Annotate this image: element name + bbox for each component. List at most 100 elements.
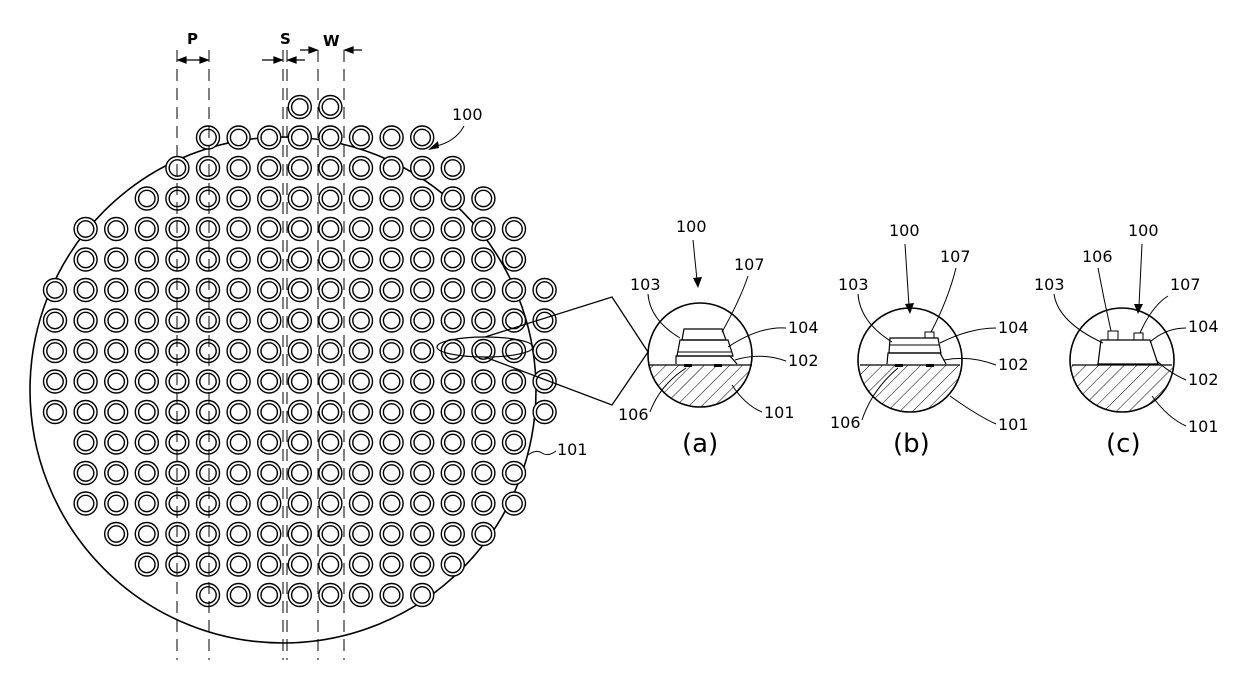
chip xyxy=(411,492,434,515)
chip xyxy=(411,553,434,576)
chip xyxy=(472,218,495,241)
chip xyxy=(74,462,97,485)
bump-right xyxy=(714,364,722,367)
chip xyxy=(288,553,311,576)
chip xyxy=(258,462,281,485)
chip xyxy=(135,309,158,332)
chip xyxy=(258,401,281,424)
chip xyxy=(105,248,128,271)
chip xyxy=(135,340,158,363)
chip xyxy=(288,157,311,180)
chip xyxy=(350,370,373,393)
label-102: 102 xyxy=(998,355,1029,374)
chip xyxy=(411,523,434,546)
chip xyxy=(380,248,403,271)
chip xyxy=(472,309,495,332)
chip xyxy=(503,340,526,363)
chip xyxy=(503,492,526,515)
label-106: 106 xyxy=(1082,247,1113,266)
chip xyxy=(227,126,250,149)
chip xyxy=(441,187,464,210)
chip xyxy=(380,279,403,302)
chip xyxy=(258,492,281,515)
wafer-substrate-leader xyxy=(528,451,556,455)
chip xyxy=(533,401,556,424)
chip xyxy=(74,279,97,302)
chip xyxy=(441,248,464,271)
chip xyxy=(258,187,281,210)
label-106: 106 xyxy=(618,405,649,424)
chip xyxy=(503,248,526,271)
substrate-hatch xyxy=(640,365,770,425)
chip xyxy=(197,340,220,363)
chip xyxy=(105,523,128,546)
chip xyxy=(441,523,464,546)
chip xyxy=(288,248,311,271)
chip xyxy=(227,309,250,332)
chip xyxy=(258,340,281,363)
detail-c: 100 106 103 107 104 102 101 (c) xyxy=(1034,221,1219,459)
chip xyxy=(350,157,373,180)
chip xyxy=(197,431,220,454)
chip xyxy=(319,462,342,485)
chip xyxy=(411,431,434,454)
chip xyxy=(288,187,311,210)
chip xyxy=(197,218,220,241)
chip xyxy=(441,279,464,302)
chip xyxy=(197,126,220,149)
chip xyxy=(135,248,158,271)
chip-layer-bottom xyxy=(887,353,946,364)
chip xyxy=(472,248,495,271)
chip xyxy=(380,553,403,576)
chip xyxy=(258,370,281,393)
chip xyxy=(319,309,342,332)
chip xyxy=(258,126,281,149)
chip xyxy=(411,248,434,271)
chip xyxy=(135,431,158,454)
chip xyxy=(472,523,495,546)
chip xyxy=(472,462,495,485)
chip xyxy=(227,523,250,546)
chip xyxy=(74,431,97,454)
pad-107 xyxy=(925,332,934,338)
chip xyxy=(258,431,281,454)
chip xyxy=(197,248,220,271)
label-104: 104 xyxy=(1188,317,1219,336)
bump-right xyxy=(926,364,934,367)
chip xyxy=(350,523,373,546)
label-107: 107 xyxy=(940,247,971,266)
chip xyxy=(319,523,342,546)
label-102: 102 xyxy=(788,351,819,370)
chip xyxy=(380,309,403,332)
chip xyxy=(319,279,342,302)
chip xyxy=(197,370,220,393)
label-104: 104 xyxy=(788,318,819,337)
chip xyxy=(227,553,250,576)
chip xyxy=(350,431,373,454)
chip xyxy=(319,584,342,607)
chip xyxy=(411,126,434,149)
chip xyxy=(441,462,464,485)
chip xyxy=(441,401,464,424)
chip xyxy=(197,309,220,332)
chip xyxy=(411,370,434,393)
chip xyxy=(380,370,403,393)
chip xyxy=(288,523,311,546)
chip xyxy=(350,584,373,607)
chip xyxy=(44,309,67,332)
pad-106 xyxy=(1108,331,1118,340)
chip xyxy=(411,401,434,424)
chip xyxy=(135,492,158,515)
label-106: 106 xyxy=(830,413,861,432)
chip xyxy=(380,401,403,424)
chip xyxy=(319,126,342,149)
label-100: 100 xyxy=(889,221,920,240)
chip-layer-bottom xyxy=(676,356,737,364)
chip xyxy=(350,492,373,515)
chip xyxy=(350,279,373,302)
chip xyxy=(288,584,311,607)
chip xyxy=(503,431,526,454)
label-107: 107 xyxy=(1170,275,1201,294)
chip xyxy=(197,279,220,302)
chip xyxy=(258,309,281,332)
